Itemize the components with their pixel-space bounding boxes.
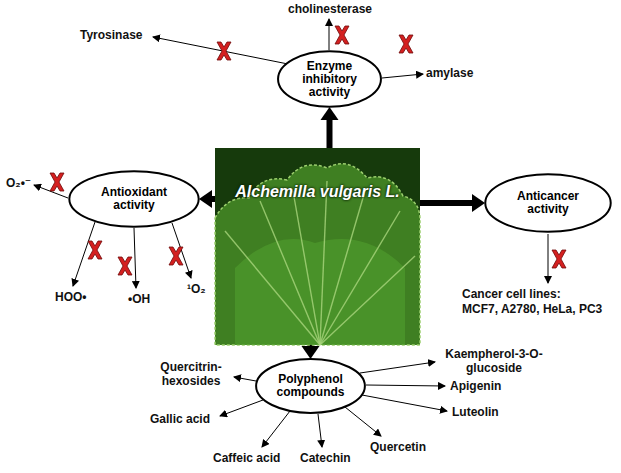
compound-name: Quercetin [370, 440, 426, 454]
plant-photo: Alchemilla vulgaris L. [215, 148, 420, 345]
leaf-vein [260, 201, 320, 345]
node-text: Polyphenol compounds [267, 373, 354, 399]
enzyme-name: amylase [426, 66, 473, 80]
leader-line [234, 377, 256, 381]
node-text: Antioxidant activity [83, 186, 186, 212]
thick-arrow [321, 107, 339, 148]
node-text: Anticancer activity [498, 190, 598, 216]
leaf-photo [215, 148, 420, 345]
compound-name: Kaempherol-3-O-glucoside [438, 347, 550, 375]
compound-name: Quercitrin-hexosides [150, 360, 232, 388]
arrow-head [472, 194, 485, 212]
leader-line [134, 228, 136, 288]
oval-shape [256, 359, 365, 413]
arrow-shaft [327, 120, 333, 148]
oval-shape [69, 171, 198, 227]
node-text: Alchemilla vulgaris L. [235, 182, 400, 201]
leaf-vein [320, 181, 327, 345]
leader-line [318, 414, 322, 447]
arrow-shaft [212, 196, 215, 202]
arrow-shaft [420, 200, 472, 206]
radical-name: •OH [128, 292, 150, 306]
compound-name: Gallic acid [150, 412, 210, 426]
arrow-head [199, 190, 212, 208]
radical-name: O₂•⁻ [6, 176, 31, 190]
leader-lines [34, 19, 548, 447]
leaf-vein [293, 191, 320, 345]
activity-oval: Anticancer activity [484, 173, 612, 233]
enzyme-name: Tyrosinase [80, 28, 142, 42]
red-x [88, 241, 102, 259]
compound-name: Apigenin [450, 379, 501, 393]
leader-line [345, 407, 381, 436]
oval-shape [485, 174, 610, 232]
arrow-head [321, 107, 339, 120]
thick-arrow [302, 345, 320, 359]
oval-shape [278, 51, 381, 107]
cell-lines-heading: Cancer cell lines: [462, 287, 561, 301]
node-text: Enzyme inhibitory activity [289, 60, 371, 99]
leaf-vein [320, 256, 415, 345]
radical-name: HOO• [55, 290, 87, 304]
leaf-vein [320, 191, 365, 345]
leaf-blade [215, 164, 420, 345]
red-x [217, 42, 231, 60]
leaf-vein [320, 211, 400, 345]
red-x [335, 26, 349, 44]
activity-oval: Antioxidant activity [68, 170, 200, 228]
thick-arrow [420, 194, 485, 212]
photo-ground [215, 148, 420, 345]
leader-line [220, 400, 263, 416]
leader-line [329, 19, 330, 50]
leader-line [153, 37, 288, 64]
compound-name: Catechin [300, 451, 351, 465]
leader-line [382, 74, 423, 78]
red-x [50, 173, 64, 191]
leader-line [34, 185, 68, 198]
activity-oval: Enzyme inhibitory activity [277, 50, 382, 108]
leaf-vein [225, 231, 320, 345]
compound-name: Caffeic acid [213, 451, 280, 465]
leader-line [360, 362, 435, 373]
leader-line [262, 411, 290, 447]
leader-line [366, 385, 445, 386]
leader-line [362, 395, 447, 411]
enzyme-name: cholinesterase [288, 2, 372, 16]
thick-arrow [199, 190, 215, 208]
leader-line [548, 234, 549, 283]
cell-lines-list: MCF7, A2780, HeLa, PC3 [462, 302, 602, 316]
compounds-oval: Polyphenol compounds [255, 358, 366, 414]
red-x [169, 247, 183, 265]
radical-name: ¹O₂ [187, 282, 206, 296]
red-x [118, 257, 132, 275]
red-x [399, 35, 413, 53]
arrow-head [302, 346, 320, 359]
red-x [552, 250, 566, 268]
compound-name: Luteolin [452, 405, 499, 419]
